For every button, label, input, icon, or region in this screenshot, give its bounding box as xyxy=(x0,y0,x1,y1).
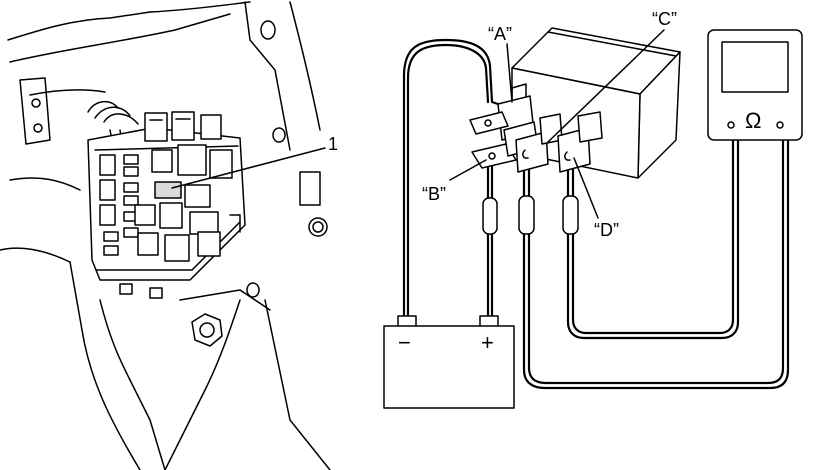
battery-negative-symbol: − xyxy=(398,330,411,355)
engine-compartment-illustration: 1 xyxy=(0,1,338,470)
ohm-symbol: Ω xyxy=(745,108,761,133)
negative-lead-wire xyxy=(402,38,500,320)
terminal-d-label: “D” xyxy=(594,220,619,240)
terminal-c-label: “C” xyxy=(652,9,677,29)
terminal-a-label: “A” xyxy=(488,24,512,44)
terminal-b-label: “B” xyxy=(422,184,446,204)
battery: − + xyxy=(383,315,515,409)
battery-positive-symbol: + xyxy=(481,330,494,355)
ohmmeter-lead-c xyxy=(522,133,790,390)
terminal-c xyxy=(515,113,563,173)
relay-test-circuit: “A” “B” “C” “D” − + Ω xyxy=(383,9,803,409)
ohmmeter: Ω xyxy=(707,29,803,141)
callout-1-label: 1 xyxy=(328,134,338,154)
ohmmeter-lead-d xyxy=(566,133,740,340)
terminal-d xyxy=(557,111,603,173)
